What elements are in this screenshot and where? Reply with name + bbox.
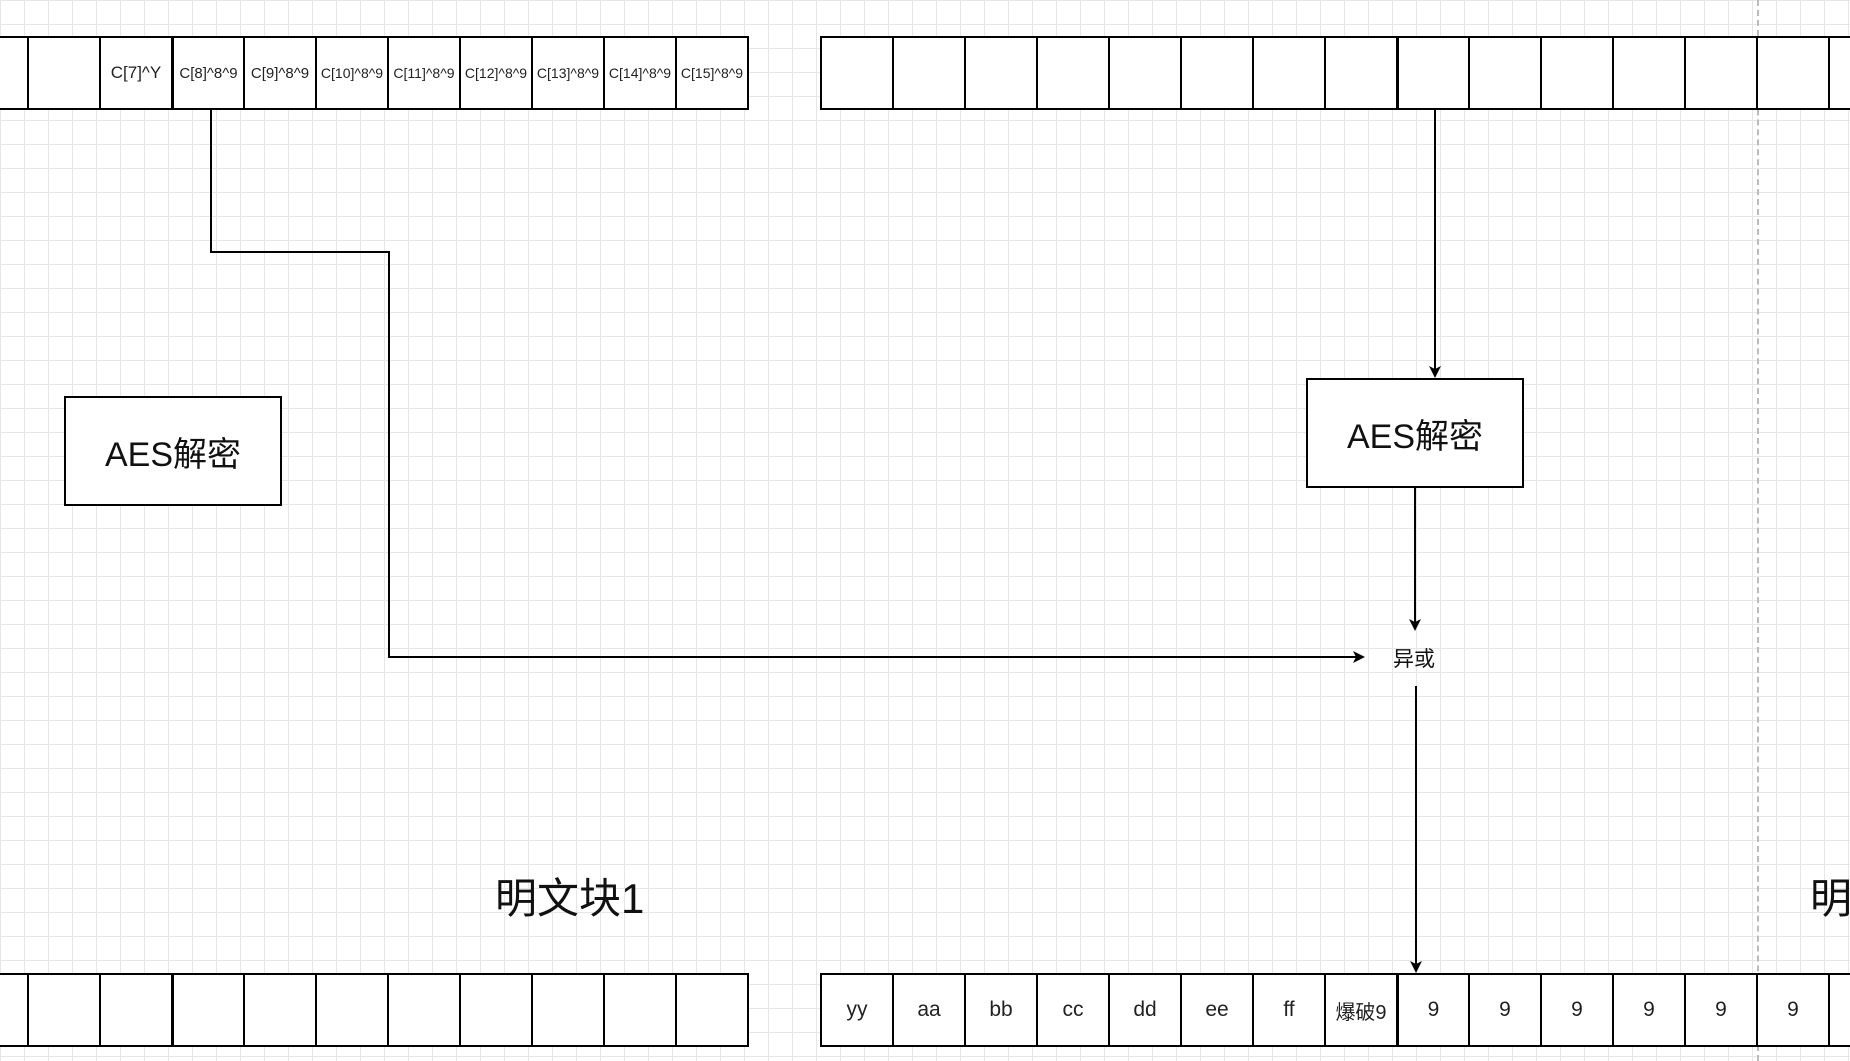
plain-cell: dd	[1108, 973, 1182, 1047]
plain-cell: aa	[892, 973, 966, 1047]
plain-cell	[315, 973, 389, 1047]
cipher-cell	[820, 36, 894, 110]
cipher-cell	[1324, 36, 1398, 110]
page-boundary-divider	[1757, 0, 1759, 1061]
cipher-cell: C[7]^Y	[99, 36, 173, 110]
cipher-cell	[1180, 36, 1254, 110]
cipher-to-xor-edge	[210, 110, 1365, 663]
cipher-cell	[1828, 36, 1850, 110]
plain-cell	[387, 973, 461, 1047]
plain-cell: bb	[964, 973, 1038, 1047]
plain-cell	[0, 973, 29, 1047]
plain-cell: 9	[1396, 973, 1470, 1047]
plain-cell: 9	[1684, 973, 1758, 1047]
plain-cell	[243, 973, 317, 1047]
cipher-cell	[892, 36, 966, 110]
plain-cell: 9	[1756, 973, 1830, 1047]
plain-cell	[603, 973, 677, 1047]
plain-cell: 9	[1468, 973, 1542, 1047]
cipher-cell: C[12]^8^9	[459, 36, 533, 110]
cipher-cell	[1468, 36, 1542, 110]
aes-decrypt-box-right: AES解密	[1306, 378, 1524, 488]
cipher-cell: C[13]^8^9	[531, 36, 605, 110]
plain-cell: ee	[1180, 973, 1254, 1047]
cipher-cell	[1396, 36, 1470, 110]
xor-node: 异或	[1393, 648, 1435, 671]
cipher-cell: C[15]^8^9	[675, 36, 749, 110]
plain-cell	[171, 973, 245, 1047]
plain-cell	[1828, 973, 1850, 1047]
plaintext-block-1-label: 明文块1	[495, 875, 645, 922]
plain-cell	[459, 973, 533, 1047]
plain-cell	[675, 973, 749, 1047]
plain-cell: 9	[1612, 973, 1686, 1047]
cipher-cell	[964, 36, 1038, 110]
cipher-cell: C[14]^8^9	[603, 36, 677, 110]
plain-cell: ff	[1252, 973, 1326, 1047]
plain-cell: yy	[820, 973, 894, 1047]
plain-cell: 爆破9	[1324, 973, 1398, 1047]
plain-cell: cc	[1036, 973, 1110, 1047]
cipher-cell	[1684, 36, 1758, 110]
cipher-cell: C[11]^8^9	[387, 36, 461, 110]
cipher-cell: C[9]^8^9	[243, 36, 317, 110]
cipher-cell	[27, 36, 101, 110]
plaintext-block-2-label: 明	[1810, 875, 1850, 922]
plain-cell	[99, 973, 173, 1047]
plain-cell: 9	[1540, 973, 1614, 1047]
aes-decrypt-box-left: AES解密	[64, 396, 282, 506]
plain-cell	[27, 973, 101, 1047]
cipher-cell	[1612, 36, 1686, 110]
plain-cell	[531, 973, 605, 1047]
